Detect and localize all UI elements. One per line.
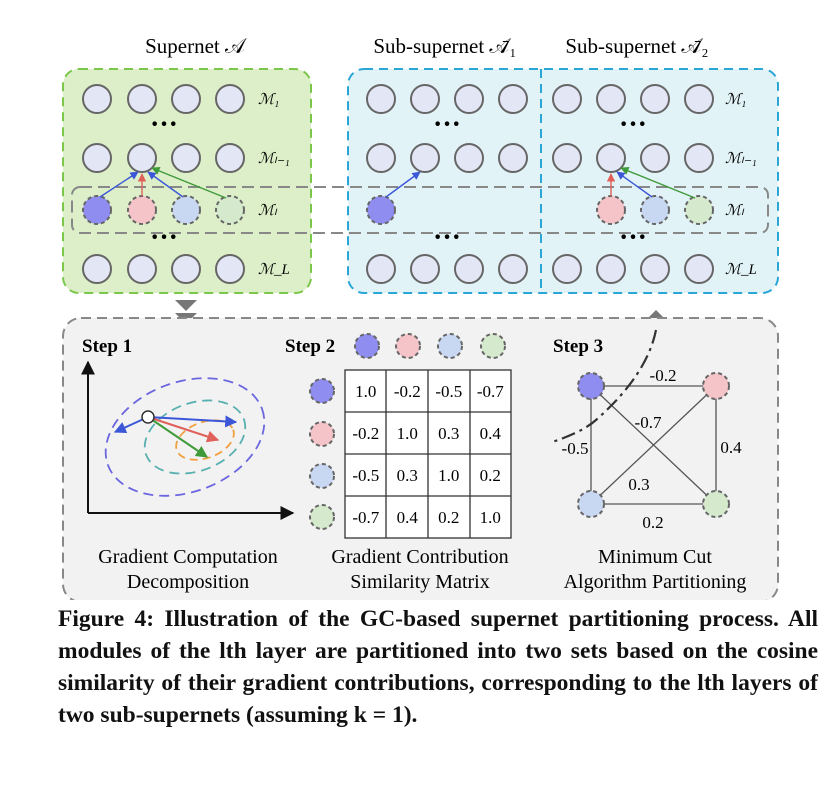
graph-node-red bbox=[702, 372, 730, 400]
diagram-canvas: Supernet 𝒜 Sub-supernet 𝒜̄₁ Sub-supernet… bbox=[62, 34, 779, 600]
figure-caption: Figure 4: Illustration of the GC-based s… bbox=[58, 603, 818, 731]
step-2-label: Step 2 bbox=[285, 336, 335, 357]
matrix-cell: 0.3 bbox=[438, 424, 459, 443]
step-3-label: Step 3 bbox=[553, 336, 603, 357]
similarity-matrix: 1.0 -0.2 -0.5 -0.7 -0.2 1.0 0.3 0.4 -0.5 0.3 1.0 0.… bbox=[309, 369, 512, 539]
edge-weight-cross: 0.3 bbox=[628, 475, 649, 494]
row-label-ml: ℳₗ bbox=[258, 203, 278, 219]
edge-weight-left: -0.5 bbox=[562, 439, 589, 458]
gradient-decomposition-plot bbox=[81, 360, 295, 520]
supernet-title: Supernet 𝒜 bbox=[145, 34, 247, 58]
graph-node-blue bbox=[577, 372, 605, 400]
layer-l-highlight bbox=[71, 186, 769, 234]
step2-caption-line1: Gradient Contribution bbox=[331, 546, 508, 568]
row-label-ml-1: ℳₗ₋₁ bbox=[258, 151, 290, 167]
supernet-layer-l-modules bbox=[82, 195, 245, 225]
matrix-cell: 0.2 bbox=[438, 508, 459, 527]
cut-line bbox=[551, 329, 658, 444]
matrix-cell: 0.4 bbox=[480, 424, 502, 443]
min-cut-graph: -0.2 -0.7 -0.5 0.4 0.3 0.2 bbox=[551, 329, 742, 532]
matrix-cell: 0.3 bbox=[397, 466, 418, 485]
supernet-box bbox=[62, 68, 312, 294]
ellipsis: ··· bbox=[619, 109, 647, 140]
figure-caption-label: Figure 4: bbox=[58, 606, 155, 632]
step2-module-legend bbox=[354, 333, 506, 359]
row-label-ml-1: ℳₗ₋₁ bbox=[725, 151, 757, 167]
sub-supernet-1-title: Sub-supernet 𝒜̄₁ bbox=[373, 34, 516, 58]
ellipsis: ··· bbox=[150, 222, 178, 253]
step1-caption-line2: Decomposition bbox=[127, 571, 249, 593]
row-label-ml: ℳₗ bbox=[725, 203, 745, 219]
matrix-row-modules bbox=[309, 378, 335, 530]
matrix-cell: -0.7 bbox=[477, 382, 504, 401]
row-label-m1: ℳ₁ bbox=[725, 92, 746, 108]
edge-weight-top: -0.2 bbox=[650, 366, 677, 385]
supernet-gradient-arrows bbox=[99, 166, 227, 199]
step-1-label: Step 1 bbox=[82, 336, 132, 357]
matrix-cell: 1.0 bbox=[397, 424, 418, 443]
supernet-nodes bbox=[82, 84, 245, 284]
graph-node-green bbox=[702, 490, 730, 518]
matrix-cell: -0.7 bbox=[352, 508, 379, 527]
edge-weight-diagonal: -0.7 bbox=[635, 413, 662, 432]
sub-supernet-1-nodes bbox=[366, 84, 528, 284]
ellipsis: ··· bbox=[619, 222, 647, 253]
matrix-cell: -0.5 bbox=[435, 382, 462, 401]
row-label-mL: ℳ_L bbox=[725, 262, 757, 278]
matrix-cell: 0.4 bbox=[397, 508, 419, 527]
edge-weight-right: 0.4 bbox=[720, 438, 742, 457]
ellipsis: ··· bbox=[433, 222, 461, 253]
matrix-cell: 1.0 bbox=[438, 466, 459, 485]
step3-caption-line1: Minimum Cut bbox=[598, 546, 712, 568]
matrix-cell: -0.5 bbox=[352, 466, 379, 485]
matrix-cell: 1.0 bbox=[480, 508, 501, 527]
sub1-layer-l-module bbox=[366, 195, 396, 225]
matrix-cell: 0.2 bbox=[480, 466, 501, 485]
matrix-cell: -0.2 bbox=[352, 424, 379, 443]
sub2-gradient-arrows bbox=[606, 166, 696, 199]
ellipsis: ··· bbox=[150, 109, 178, 140]
figure-caption-text: Illustration of the GC-based supernet pa… bbox=[58, 606, 818, 728]
graph-node-lightblue bbox=[577, 490, 605, 518]
matrix-cell: 1.0 bbox=[355, 382, 376, 401]
row-label-m1: ℳ₁ bbox=[258, 92, 279, 108]
edge-weight-bottom: 0.2 bbox=[642, 513, 663, 532]
ellipsis: ··· bbox=[433, 109, 461, 140]
sub2-layer-l-modules bbox=[596, 195, 714, 225]
step3-caption-line2: Algorithm Partitioning bbox=[564, 571, 747, 593]
sub1-gradient-arrow bbox=[385, 171, 421, 198]
step2-caption-line2: Similarity Matrix bbox=[350, 571, 489, 593]
sub-supernet-2-title: Sub-supernet 𝒜̄₂ bbox=[565, 34, 708, 58]
sub-supernet-2-nodes bbox=[552, 84, 714, 284]
row-label-mL: ℳ_L bbox=[258, 262, 290, 278]
sub-supernet-box bbox=[347, 68, 779, 294]
step1-caption-line1: Gradient Computation bbox=[98, 546, 277, 568]
matrix-cell: -0.2 bbox=[394, 382, 421, 401]
